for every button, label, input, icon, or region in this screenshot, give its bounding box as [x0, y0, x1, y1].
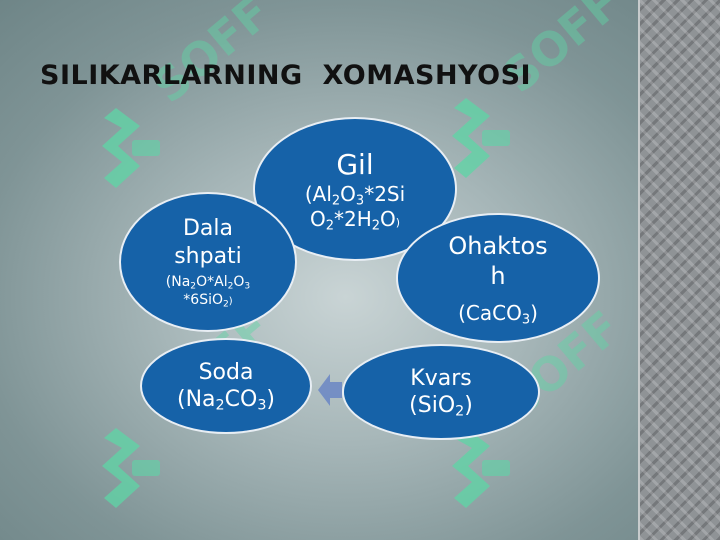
material-formula: (SiO2) — [409, 393, 473, 420]
material-formula: (Al2O3*2Si — [304, 181, 406, 208]
material-formula: (Na2CO3) — [176, 387, 276, 414]
decorative-side-strip — [638, 0, 720, 540]
material-formula: *6SiO2) — [183, 291, 233, 309]
material-formula: O2*2H2O) — [309, 206, 401, 233]
material-formula: (Na2O*Al2O3 — [165, 274, 251, 292]
material-name: shpati — [174, 243, 242, 269]
cycle-arrow-icon — [318, 374, 342, 406]
material-name: Kvars — [410, 365, 472, 391]
material-soda: Soda (Na2CO3) — [140, 338, 312, 434]
material-dala-shpati: Dala shpati (Na2O*Al2O3 *6SiO2) — [119, 192, 297, 332]
material-name: Gil — [336, 147, 374, 181]
material-ohaktosh: Ohaktos h (CaCO3) — [396, 213, 600, 343]
material-kvars: Kvars (SiO2) — [342, 344, 540, 440]
material-formula: (CaCO3) — [458, 300, 538, 327]
material-name: h — [490, 261, 506, 290]
material-name: Ohaktos — [448, 231, 548, 260]
material-name: Dala — [182, 216, 233, 241]
material-name: Soda — [198, 359, 254, 385]
slide-title: SILIKARLARNING XOMASHYOSI — [40, 60, 532, 91]
